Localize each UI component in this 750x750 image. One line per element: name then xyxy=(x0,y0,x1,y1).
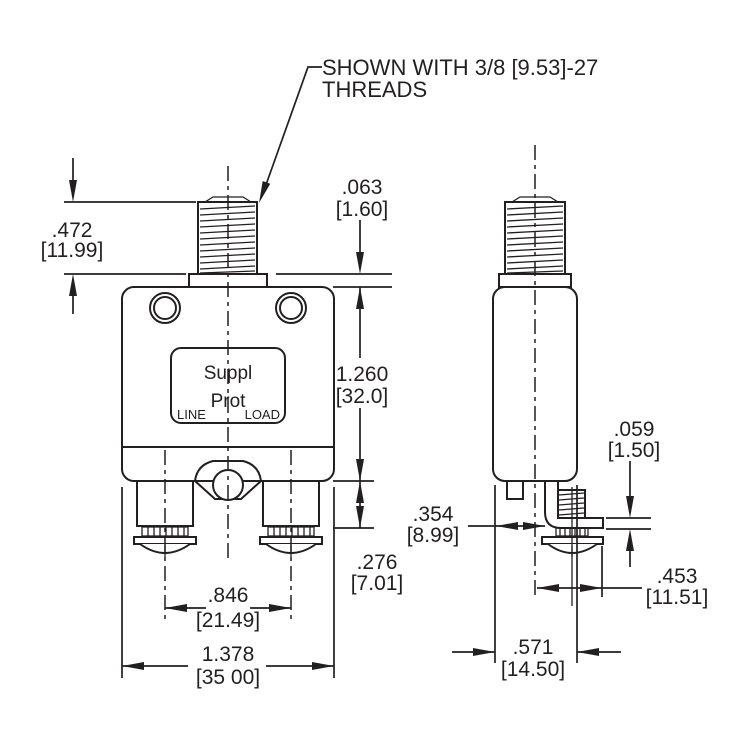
dim-terminal-spacing-mm: [21.49] xyxy=(196,609,260,632)
front-rivet-left xyxy=(149,292,181,324)
dim-terminal-depth-in: .276 xyxy=(357,551,398,574)
leader-line xyxy=(261,66,322,197)
line-terminal-label: LINE xyxy=(177,407,206,422)
side-view xyxy=(492,196,604,557)
load-terminal-label: LOAD xyxy=(245,407,280,422)
dim-bracket-thickness: .059 [1.50] xyxy=(606,418,660,567)
dim-panel-thickness-mm: [1.60] xyxy=(336,198,389,221)
dim-body-height-mm: [32.0] xyxy=(336,385,389,408)
dim-screw-offset-mm: [11.51] xyxy=(646,586,709,609)
dim-bushing-height-mm: [11.99] xyxy=(41,239,104,262)
dim-bushing-height-in: .472 xyxy=(52,219,93,242)
dim-body-height-in: 1.260 xyxy=(336,363,389,386)
dim-bracket-thickness-in: .059 xyxy=(614,418,655,441)
thread-note: SHOWN WITH 3/8 [9.53]-27 THREADS xyxy=(259,55,598,203)
thread-note-line1: SHOWN WITH 3/8 [9.53]-27 xyxy=(322,55,598,80)
side-body-tab xyxy=(506,480,524,500)
dim-body-depth-mm: [14.50] xyxy=(501,658,565,681)
dimensions: .472 [11.99] .063 [1.60] 1.260 [32.0] xyxy=(41,158,708,689)
dim-panel-thickness-in: .063 xyxy=(342,176,383,199)
dim-bracket-offset-mm: [8.99] xyxy=(407,524,460,547)
dim-body-width: 1.378 [35 00] xyxy=(121,487,335,689)
dim-body-depth-in: .571 xyxy=(513,636,554,659)
dim-panel-thickness: .063 [1.60] xyxy=(276,176,392,288)
dim-terminal-depth-mm: [7.01] xyxy=(351,572,404,595)
dim-screw-offset-in: .453 xyxy=(657,565,698,588)
dim-terminal-depth: .276 [7.01] xyxy=(333,480,404,595)
dim-bracket-offset: .354 [8.99] xyxy=(407,503,545,547)
dim-bracket-thickness-mm: [1.50] xyxy=(608,439,661,462)
centerlines xyxy=(164,145,573,620)
leader-arrowhead xyxy=(259,181,271,203)
dim-terminal-spacing: .846 [21.49] xyxy=(165,584,291,632)
dim-body-width-mm: [35 00] xyxy=(196,666,260,689)
dim-body-width-in: 1.378 xyxy=(202,643,255,666)
dim-body-height: 1.260 [32.0] xyxy=(336,287,389,481)
dim-bracket-offset-in: .354 xyxy=(413,503,454,526)
dim-terminal-spacing-in: .846 xyxy=(208,584,249,607)
dim-screw-offset: .453 [11.51] xyxy=(537,546,708,609)
thread-note-line2: THREADS xyxy=(322,77,427,102)
dim-body-depth: .571 [14.50] xyxy=(452,485,621,681)
dim-bushing-height: .472 [11.99] xyxy=(41,158,196,314)
front-rivet-right xyxy=(275,292,307,324)
